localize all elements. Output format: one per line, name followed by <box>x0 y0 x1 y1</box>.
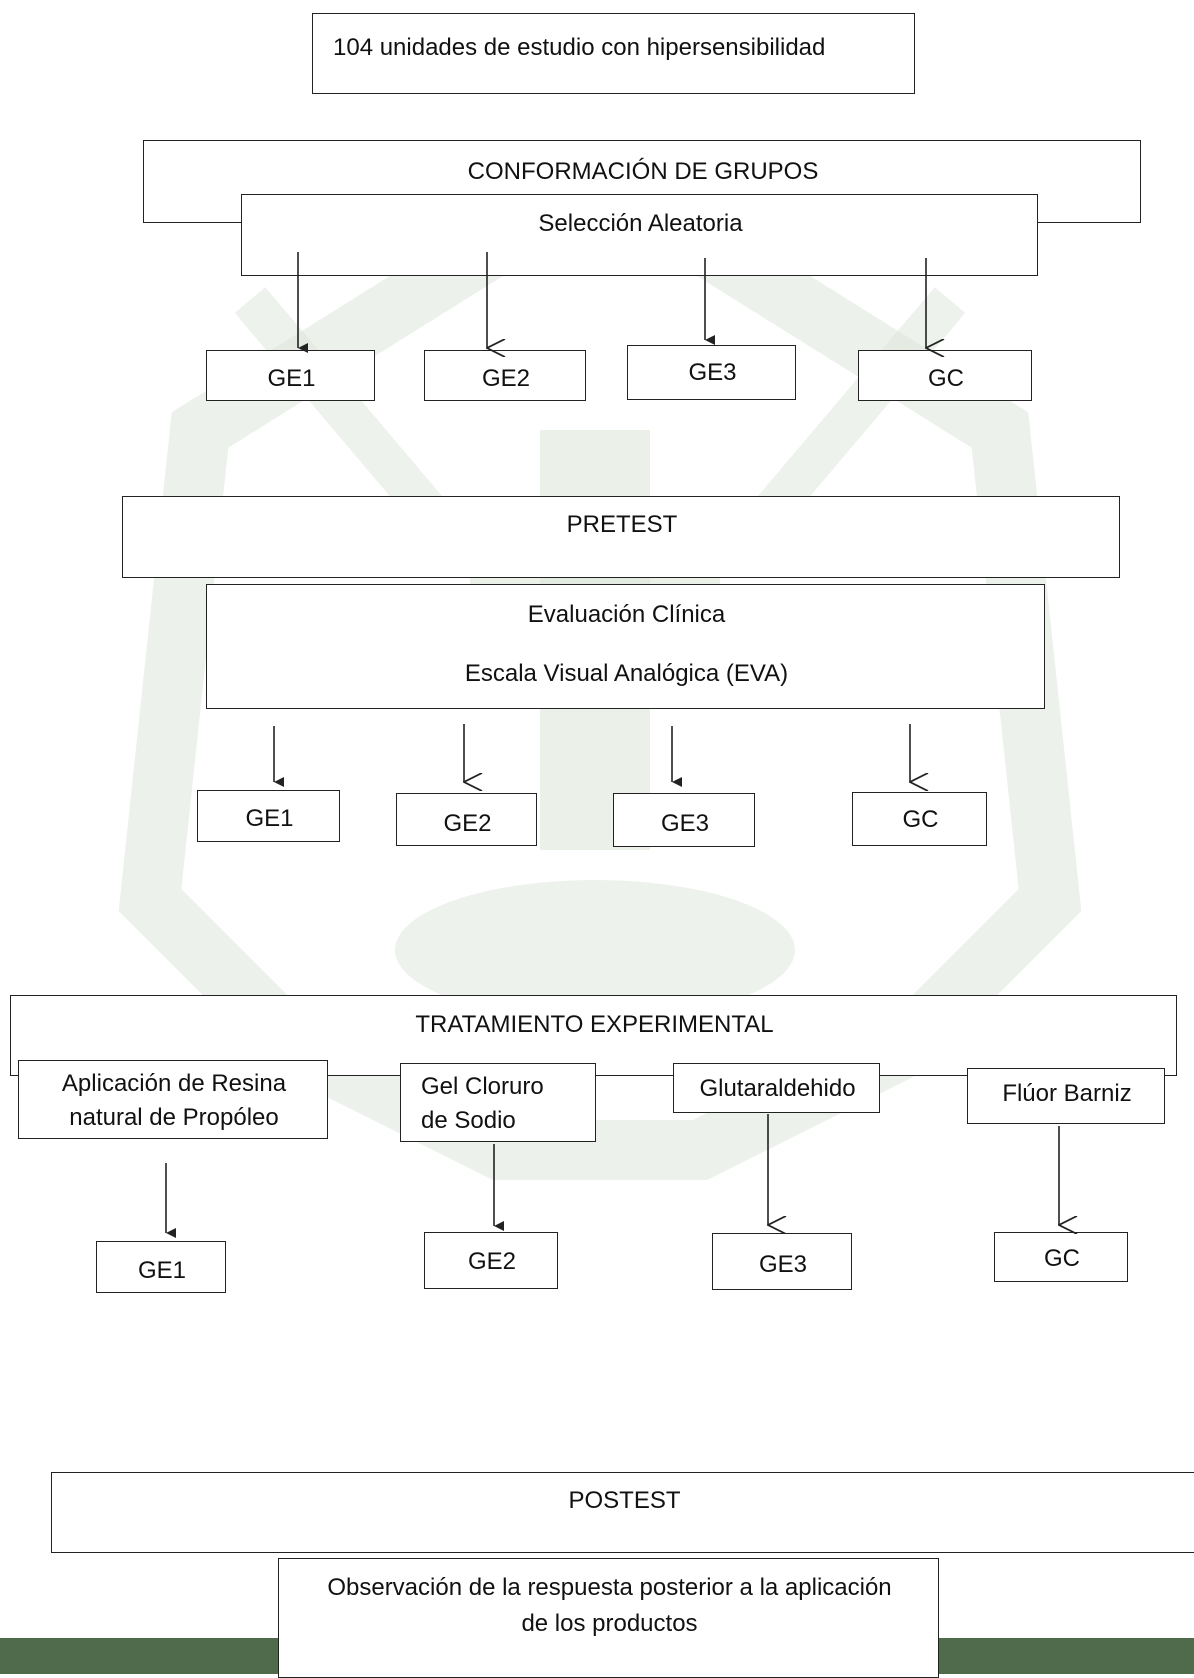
group-label: GE3 <box>660 810 710 837</box>
random-selection-box: Selección Aleatoria <box>241 194 1038 276</box>
group-ge2-row2: GE2 <box>396 793 537 846</box>
group-label: GC <box>902 806 939 833</box>
group-ge2-row3: GE2 <box>424 1232 558 1289</box>
group-gc-row2: GC <box>852 792 987 846</box>
group-label: GE2 <box>443 810 492 837</box>
source-label: 104 unidades de estudio con hipersensibi… <box>333 34 826 61</box>
observation-box: Observación de la respuesta posterior a … <box>278 1558 939 1678</box>
grouping-title: CONFORMACIÓN DE GRUPOS <box>467 158 819 185</box>
group-label: GC <box>1044 1245 1080 1272</box>
product-cloruro-box: Gel Cloruro de Sodio <box>400 1063 596 1142</box>
product-line2: de Sodio <box>421 1107 516 1134</box>
group-gc-row3: GC <box>994 1232 1128 1282</box>
product-propoleo-box: Aplicación de Resina natural de Propóleo <box>18 1060 328 1139</box>
evaluation-box: Evaluación Clínica Escala Visual Analógi… <box>206 584 1045 709</box>
group-ge3-row3: GE3 <box>712 1233 852 1290</box>
observation-line2: de los productos <box>521 1610 698 1637</box>
product-glutaraldehido-box: Glutaraldehido <box>673 1063 880 1113</box>
group-label: GE2 <box>467 1248 517 1275</box>
product-line1: Gel Cloruro <box>421 1073 544 1100</box>
evaluation-line1: Evaluación Clínica <box>527 601 726 628</box>
product-fluor-box: Flúor Barniz <box>967 1068 1165 1124</box>
product-line1: Aplicación de Resina <box>61 1070 287 1097</box>
random-selection-label: Selección Aleatoria <box>538 210 743 237</box>
product-line2: natural de Propóleo <box>69 1104 279 1131</box>
group-gc-row1: GC <box>858 350 1032 401</box>
group-label: GE3 <box>758 1251 808 1278</box>
group-ge3-row1: GE3 <box>627 345 796 400</box>
treatment-title: TRATAMIENTO EXPERIMENTAL <box>415 1011 774 1038</box>
group-label: GE1 <box>245 805 294 832</box>
postest-title: POSTEST <box>568 1487 681 1514</box>
pretest-title: PRETEST <box>566 511 678 538</box>
postest-box: POSTEST <box>51 1472 1194 1553</box>
group-label: GE2 <box>481 365 531 392</box>
source-box: 104 unidades de estudio con hipersensibi… <box>312 13 915 94</box>
group-label: GC <box>928 365 964 392</box>
product-line1: Flúor Barniz <box>1002 1080 1132 1107</box>
group-label: GE1 <box>267 365 316 392</box>
group-ge1-row2: GE1 <box>197 790 340 842</box>
product-line1: Glutaraldehido <box>699 1075 856 1102</box>
group-label: GE1 <box>137 1257 187 1284</box>
pretest-box: PRETEST <box>122 496 1120 578</box>
group-ge1-row3: GE1 <box>96 1241 226 1293</box>
group-ge3-row2: GE3 <box>613 793 755 847</box>
group-ge2-row1: GE2 <box>424 350 586 401</box>
observation-line1: Observación de la respuesta posterior a … <box>327 1574 892 1601</box>
group-ge1-row1: GE1 <box>206 350 375 401</box>
evaluation-line2: Escala Visual Analógica (EVA) <box>464 660 789 687</box>
group-label: GE3 <box>688 359 737 386</box>
